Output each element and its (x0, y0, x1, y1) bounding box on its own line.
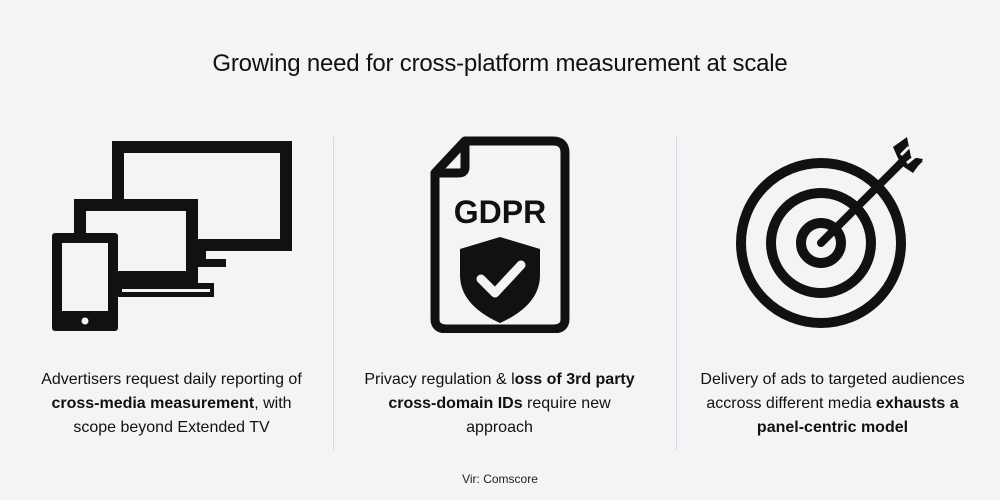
caption-segment: Advertisers request daily reporting of (41, 371, 302, 388)
caption-segment: oss of 3rd party cross-domain IDs (388, 371, 635, 412)
page-title: Growing need for cross-platform measurem… (212, 50, 788, 77)
column-divider-2 (676, 137, 677, 450)
caption-segment: cross-media measurement (51, 395, 255, 412)
gdpr-document-icon: GDPR (333, 130, 666, 335)
caption-segment: Delivery of ads to targeted audiences ac… (700, 371, 965, 412)
caption-segment: exhausts a panel-centric model (756, 395, 959, 436)
gdpr-label: GDPR (453, 194, 545, 230)
caption-segment: , with scope beyond Extended TV (73, 395, 292, 436)
target-graphic (735, 136, 923, 328)
caption-gdpr: Privacy regulation & loss of 3rd party c… (363, 368, 636, 440)
gdpr-document-graphic: GDPR (430, 136, 569, 333)
target-icon (666, 130, 999, 335)
devices-icon (5, 130, 338, 335)
column-divider-1 (333, 137, 334, 450)
devices-icon-graphic (51, 140, 292, 331)
caption-segment: Privacy regulation & l (364, 371, 515, 388)
caption-devices: Advertisers request daily reporting of c… (35, 368, 308, 440)
caption-segment: require new approach (466, 395, 611, 436)
checkmark-icon (476, 260, 525, 297)
source-note: Vir: Comscore (462, 472, 538, 486)
column-target: Delivery of ads to targeted audiences ac… (666, 130, 999, 460)
column-devices: Advertisers request daily reporting of c… (5, 130, 338, 460)
column-gdpr: GDPR Privacy regulation & loss of 3rd pa… (333, 130, 666, 460)
caption-target: Delivery of ads to targeted audiences ac… (696, 368, 969, 440)
